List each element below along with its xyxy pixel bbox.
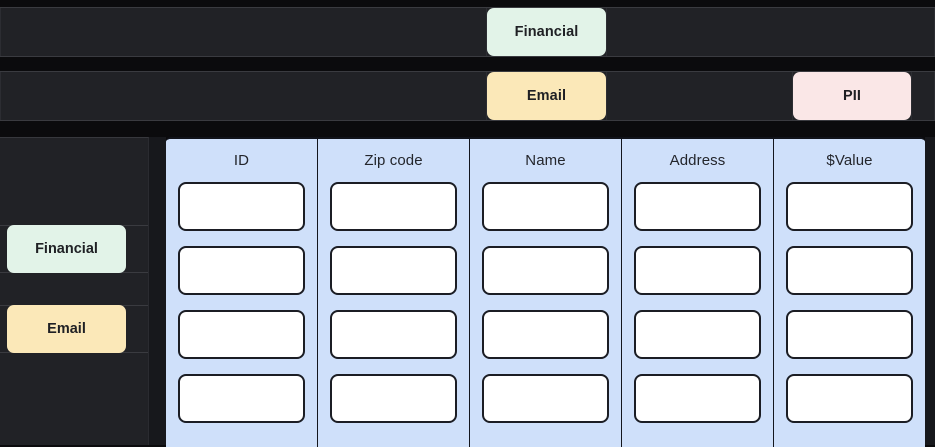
column-header[interactable]: $Value — [826, 152, 873, 169]
table-cell[interactable] — [634, 182, 761, 231]
column-cells — [470, 182, 621, 423]
tag-chip-pii[interactable]: PII — [793, 72, 911, 120]
table-cell[interactable] — [330, 182, 457, 231]
tag-chip-financial[interactable]: Financial — [487, 8, 606, 56]
table-column: ID — [166, 139, 317, 447]
table-cell[interactable] — [330, 310, 457, 359]
sidebar-chip-financial[interactable]: Financial — [7, 225, 126, 273]
column-cells — [622, 182, 773, 423]
table-cell[interactable] — [786, 374, 913, 423]
table-cell[interactable] — [178, 374, 305, 423]
table-cell[interactable] — [482, 310, 609, 359]
column-cells — [318, 182, 469, 423]
table-cell[interactable] — [482, 182, 609, 231]
table-cell[interactable] — [178, 182, 305, 231]
table-cell[interactable] — [482, 374, 609, 423]
row-segment — [911, 72, 935, 120]
column-header[interactable]: ID — [233, 152, 250, 169]
table-column: Zip code — [317, 139, 469, 447]
table-cell[interactable] — [330, 246, 457, 295]
tag-chip-email[interactable]: Email — [487, 72, 606, 120]
column-header[interactable]: Address — [669, 152, 726, 169]
table-cell[interactable] — [482, 246, 609, 295]
row-segment — [606, 8, 935, 56]
sidebar-chip-email[interactable]: Email — [7, 305, 126, 353]
table-cell[interactable] — [786, 310, 913, 359]
sidebar-table-divider — [149, 137, 166, 445]
row-segment — [606, 72, 793, 120]
table-column: $Value — [773, 139, 925, 447]
row-segment — [0, 8, 487, 56]
table-right-gutter — [925, 137, 935, 445]
column-cells — [774, 182, 925, 423]
table-cell[interactable] — [634, 310, 761, 359]
row-segment — [0, 72, 487, 120]
table-cell[interactable] — [634, 246, 761, 295]
data-table: ID Zip code Name Address $Value — [166, 137, 925, 447]
table-column: Address — [621, 139, 773, 447]
table-cell[interactable] — [634, 374, 761, 423]
table-cell[interactable] — [178, 246, 305, 295]
table-cell[interactable] — [330, 374, 457, 423]
table-cell[interactable] — [786, 246, 913, 295]
table-cell[interactable] — [786, 182, 913, 231]
column-header[interactable]: Zip code — [364, 152, 423, 169]
column-header[interactable]: Name — [525, 152, 566, 169]
table-column: Name — [469, 139, 621, 447]
column-cells — [166, 182, 317, 423]
table-cell[interactable] — [178, 310, 305, 359]
